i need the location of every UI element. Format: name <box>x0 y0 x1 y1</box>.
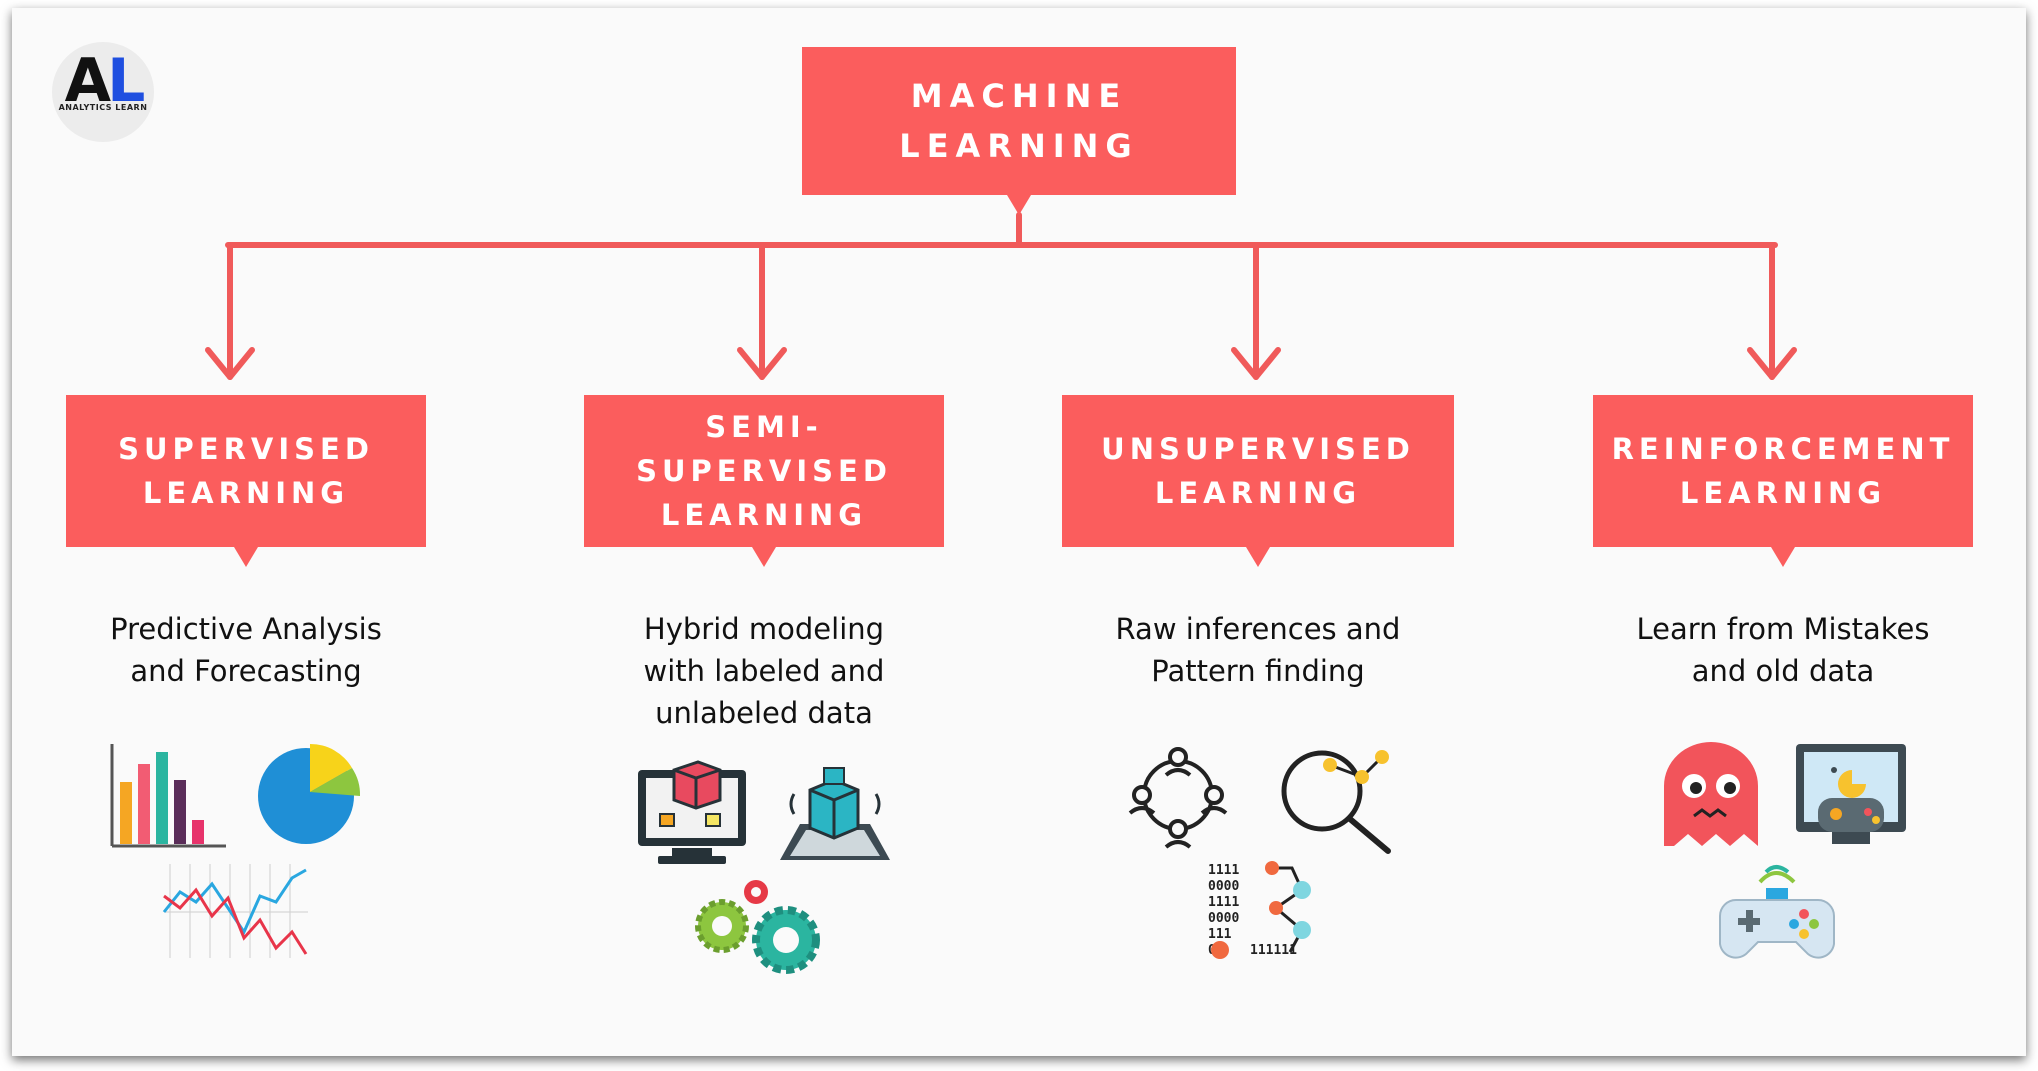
line-chart-icon <box>162 864 308 958</box>
description-reinforcement: Learn from Mistakes and old data <box>1636 612 1930 688</box>
logo-letters: AL <box>64 46 146 116</box>
svg-text:1111: 1111 <box>1208 895 1239 910</box>
gamepad-icon <box>1719 865 1835 959</box>
node-supervised-learning: SUPERVISED LEARNING <box>66 395 426 567</box>
pie-chart-icon <box>258 743 361 844</box>
svg-text:1111: 1111 <box>1208 863 1239 878</box>
arcade-screen-icon <box>1796 744 1906 844</box>
bar-chart-icon <box>110 744 226 848</box>
root-node-machine-learning: MACHINE LEARNING <box>802 47 1236 215</box>
node-unsupervised-learning: UNSUPERVISED LEARNING <box>1062 395 1454 567</box>
svg-text:111: 111 <box>1208 927 1232 942</box>
svg-text:0000: 0000 <box>1208 911 1239 926</box>
description-unsupervised: Raw inferences and Pattern finding <box>1115 612 1401 688</box>
hologram-cube-icon <box>780 767 890 860</box>
ghost-icon <box>1664 742 1758 846</box>
description-semi-supervised: Hybrid modeling with labeled and unlabel… <box>643 612 885 730</box>
magnifier-network-icon <box>1281 750 1391 854</box>
logo-subtitle: ANALYTICS LEARN <box>58 103 148 112</box>
node-semi-supervised-learning: SEMI- SUPERVISED LEARNING <box>584 395 944 567</box>
people-network-icon <box>1128 747 1228 849</box>
node-reinforcement-learning: REINFORCEMENT LEARNING <box>1593 395 1973 567</box>
brand-logo: AL ANALYTICS LEARN <box>52 42 154 142</box>
monitor-cube-icon <box>638 760 746 864</box>
svg-text:0000: 0000 <box>1208 879 1239 894</box>
description-supervised: Predictive Analysis and Forecasting <box>110 612 382 688</box>
svg-text:111111: 111111 <box>1250 943 1297 958</box>
gears-icon <box>695 880 820 974</box>
